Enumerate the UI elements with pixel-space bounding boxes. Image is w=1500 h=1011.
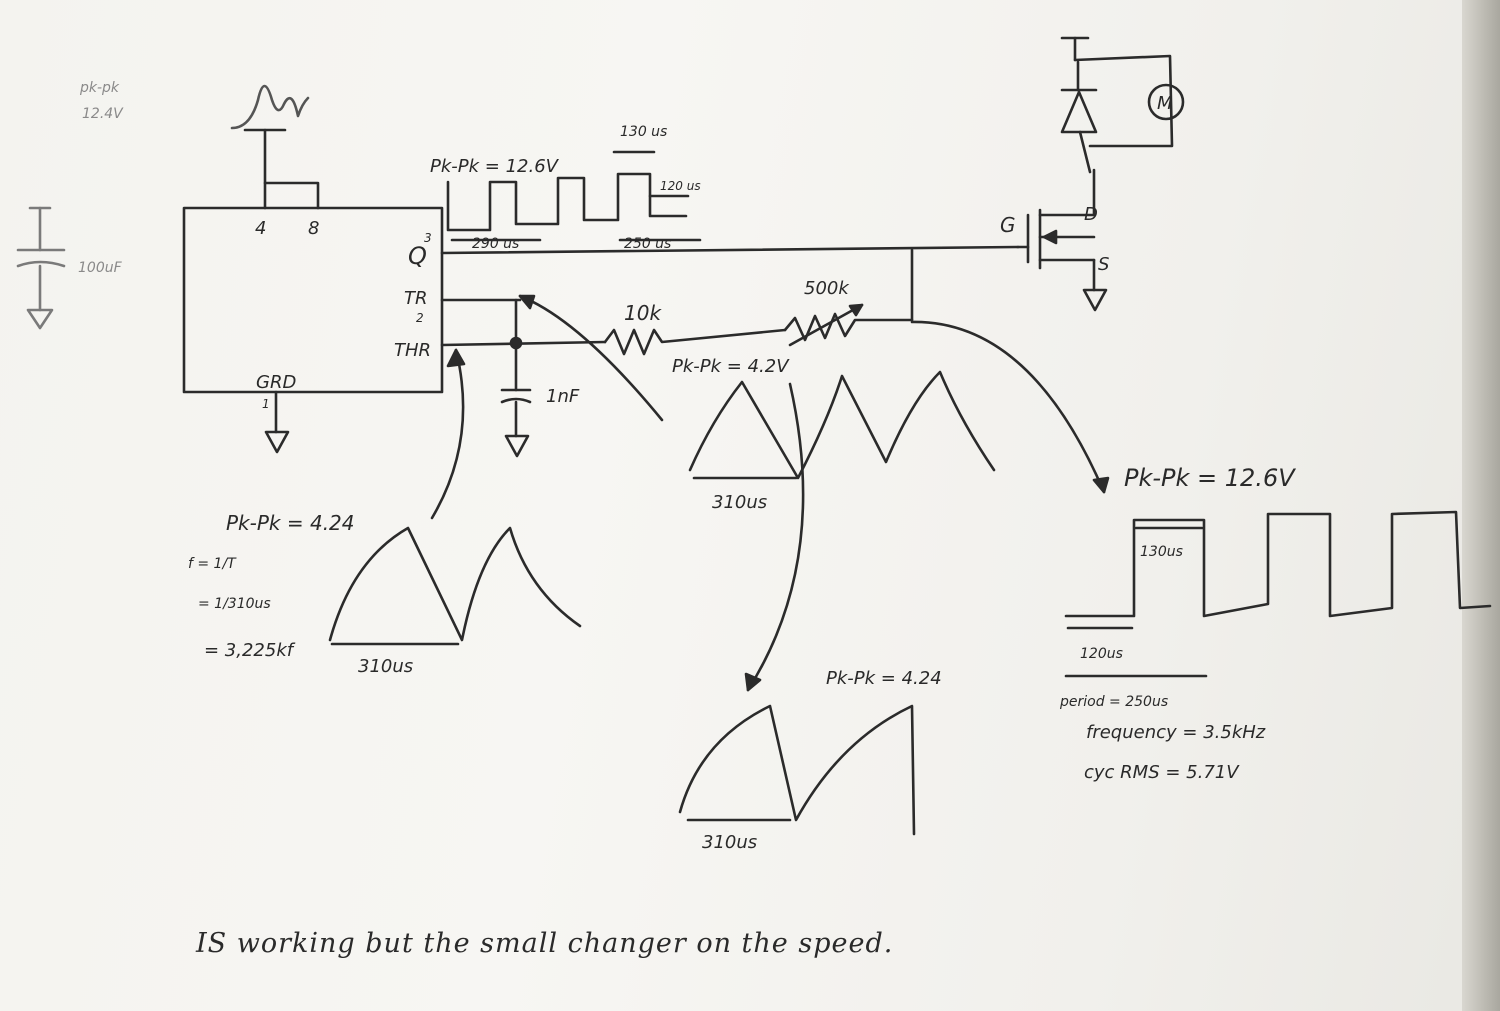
mosfet-symbol <box>1016 168 1108 312</box>
right-square-wave <box>1064 510 1492 618</box>
right-wave-high-time: 130us <box>1140 544 1183 560</box>
capacitor-100uf-label: 100uF <box>78 260 123 276</box>
pin-thr-label: THR <box>394 340 431 361</box>
resistor-10k-symbol <box>603 328 787 356</box>
pin1-label: 1 <box>262 397 270 411</box>
pin-tr-label: TR <box>404 288 428 309</box>
left-wave-period: 310us <box>358 656 413 677</box>
arrow-to-left-wave <box>430 348 465 520</box>
corner-note-line1: pk-pk <box>79 80 120 96</box>
arrow-to-right-wave <box>910 320 1106 494</box>
pin2-label: 2 <box>416 311 424 325</box>
supply-waveform <box>230 84 310 130</box>
top-wave-pkpk: Pk-Pk = 12.6V <box>430 156 560 177</box>
pin8-label: 8 <box>308 218 319 239</box>
left-wave-f-eq: f = 1/T <box>188 556 237 572</box>
corner-note-line2: 12.4V <box>82 106 124 122</box>
left-wave-pkpk: Pk-Pk = 4.24 <box>226 511 355 535</box>
right-wave-pkpk: Pk-Pk = 12.6V <box>1124 464 1296 492</box>
potentiometer-label: 500k <box>804 278 850 299</box>
top-wave-t2: 250 us <box>624 236 671 252</box>
footer-note: IS working but the small changer on the … <box>195 928 893 959</box>
ic-ground-symbol <box>264 430 290 454</box>
arrowhead-lower <box>744 672 762 692</box>
left-wave-t-eq: = 1/310us <box>198 596 271 612</box>
top-wave-low-time: 120 us <box>660 179 701 193</box>
arrow-to-lower-wave <box>746 382 805 692</box>
lower-wave-period: 310us <box>702 832 757 853</box>
arrowhead-left <box>446 348 466 368</box>
middle-wave-period: 310us <box>712 492 767 513</box>
middle-wave-pkpk: Pk-Pk = 4.2V <box>672 356 790 377</box>
mosfet-gate-label: G <box>1000 213 1016 237</box>
pin-q-label: Q <box>408 242 427 270</box>
middle-triangle-wave <box>688 370 996 480</box>
diode-motor-symbol <box>1060 36 1174 174</box>
capacitor-100uf-symbol <box>16 206 66 330</box>
page-edge <box>1462 0 1500 1011</box>
pin8-wire <box>263 181 320 210</box>
top-wave-high-time: 130 us <box>620 124 667 140</box>
mosfet-drain-label: D <box>1084 204 1098 225</box>
motor-label: M <box>1157 93 1173 114</box>
potentiometer-arrow <box>788 303 864 347</box>
arrowhead-right <box>1092 476 1110 494</box>
mosfet-source-label: S <box>1098 254 1109 275</box>
potentiometer-arrowhead <box>848 303 864 317</box>
capacitor-1nf-label: 1nF <box>546 386 580 407</box>
capacitor-1nf-plate-bottom <box>500 397 532 404</box>
right-wave-rms: cyc RMS = 5.71V <box>1084 762 1240 783</box>
threshold-wire <box>440 340 607 347</box>
top-square-wave <box>446 172 688 232</box>
motor-symbol <box>1147 83 1185 121</box>
junction-dot <box>509 336 523 350</box>
lower-triangle-wave <box>678 704 916 836</box>
right-wave-frequency: frequency = 3.5kHz <box>1086 722 1266 743</box>
right-wave-period: period = 250us <box>1059 694 1168 710</box>
pin4-label: 4 <box>255 218 266 239</box>
right-wave-low-time: 120us <box>1080 646 1123 662</box>
arrowhead-middle <box>518 294 536 310</box>
pin3-label: 3 <box>424 231 432 245</box>
left-wave-result: = 3,225kf <box>204 640 296 661</box>
arrow-to-middle-wave <box>518 294 664 422</box>
capacitor-1nf-ground <box>504 434 530 458</box>
output-wire <box>440 245 1020 255</box>
potentiometer-symbol <box>783 312 914 342</box>
left-triangle-wave <box>328 526 582 642</box>
pin-grd-label: GRD <box>256 372 296 393</box>
lower-wave-pkpk: Pk-Pk = 4.24 <box>826 668 942 689</box>
resistor-10k-label: 10k <box>624 301 662 325</box>
top-wave-t1: 290 us <box>472 236 519 252</box>
